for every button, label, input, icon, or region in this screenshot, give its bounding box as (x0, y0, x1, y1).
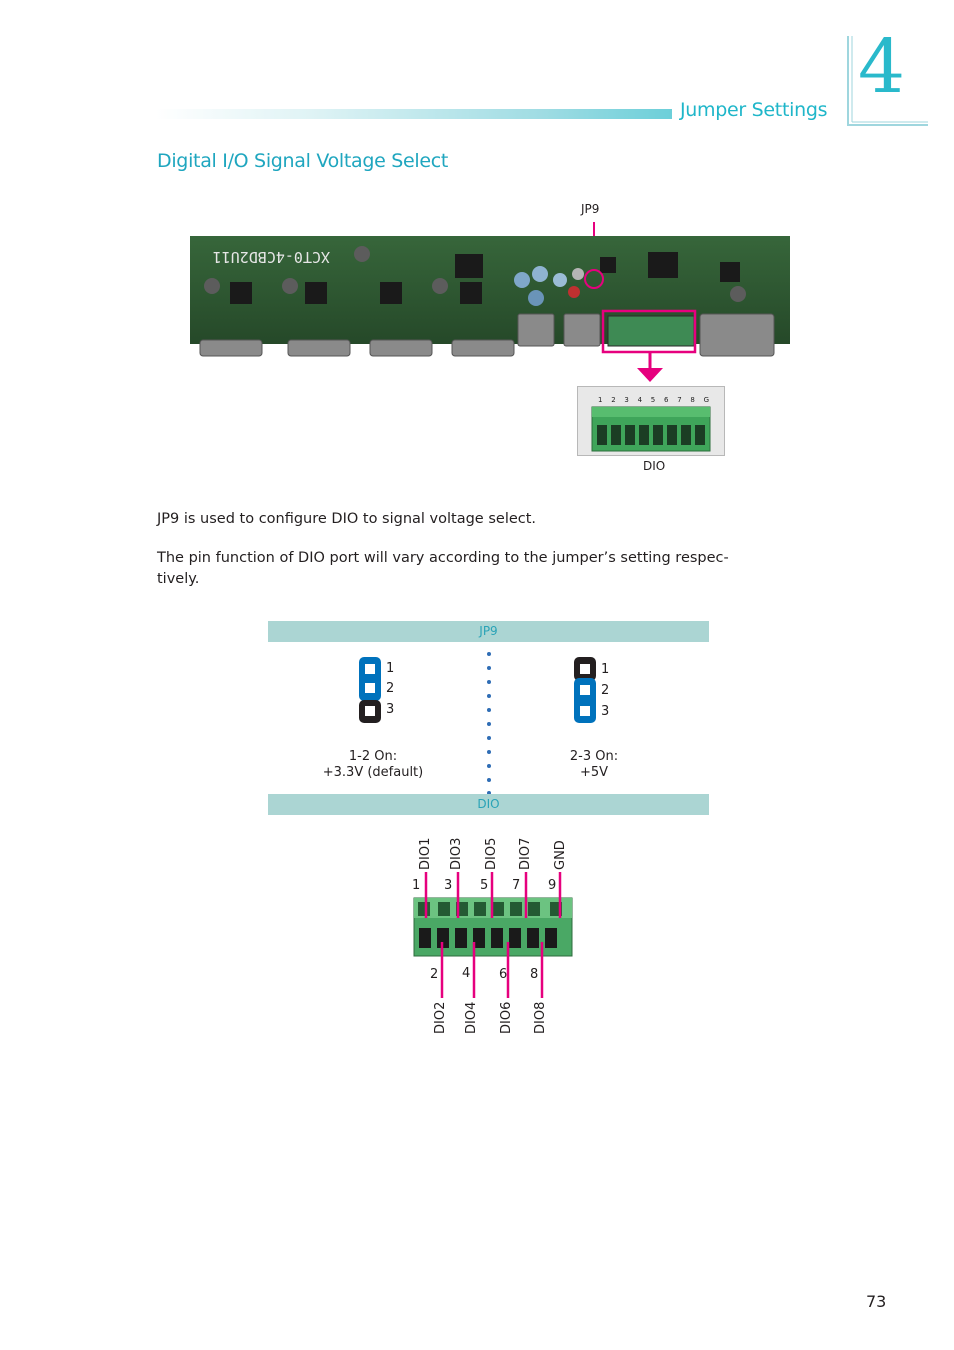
arrow-down-icon (637, 352, 663, 382)
label-dio8: DIO8 (533, 1001, 548, 1034)
right-pin-1: 1 (601, 662, 610, 677)
board-photo: XCT0-4CBD2U11 (190, 222, 790, 357)
jp9-callout-label: JP9 (581, 202, 600, 216)
paragraph-2: The pin function of DIO port will vary a… (157, 550, 729, 587)
jumper-2-3-on-diagram (574, 657, 596, 723)
jumper-table-header: JP9 (268, 621, 709, 642)
right-caption-2: +5V (579, 765, 609, 780)
chapter-number: 4 (858, 24, 906, 110)
connector-pin-label: 8 (690, 396, 694, 404)
left-pin-3: 3 (386, 702, 395, 717)
label-dio5: DIO5 (484, 837, 499, 870)
label-dio1: DIO1 (418, 837, 433, 870)
connector-pin-label: G (704, 396, 709, 404)
jumper-1-2-on-diagram (359, 657, 381, 723)
label-dio3: DIO3 (449, 837, 464, 870)
connector-pin-label: 5 (651, 396, 655, 404)
header-decoration-bar (156, 109, 672, 119)
left-pin-2: 2 (386, 681, 395, 696)
connector-pin-label: 4 (638, 396, 643, 404)
dio-terminal-block (413, 872, 573, 998)
label-dio7: DIO7 (518, 837, 533, 870)
pin-number-9: 9 (548, 878, 557, 893)
connector-pin-label: 7 (677, 396, 681, 404)
board-silkscreen: XCT0-4CBD2U11 (213, 248, 330, 266)
page-number: 73 (866, 1292, 887, 1311)
pin-number-5: 5 (480, 878, 489, 893)
label-dio6: DIO6 (499, 1001, 514, 1034)
pin-number-7: 7 (512, 878, 521, 893)
right-pin-3: 3 (601, 704, 610, 719)
connector-pin-label: 3 (624, 396, 628, 404)
paragraph-1: JP9 is used to configure DIO to signal v… (157, 511, 537, 527)
table-dotted-divider (487, 652, 491, 795)
section-title: Digital I/O Signal Voltage Select (157, 150, 449, 172)
right-caption-1: 2-3 On: (569, 749, 619, 764)
pin-number-3: 3 (444, 878, 453, 893)
dio-connector-caption: DIO (643, 459, 666, 473)
connector-pin-label: 6 (664, 396, 669, 404)
jumper-table-footer: DIO (268, 794, 709, 815)
label-gnd: GND (553, 840, 568, 870)
chapter-number-frame (847, 36, 928, 126)
connector-pin-label: 1 (598, 396, 602, 404)
pin-number-2: 2 (430, 967, 439, 982)
label-dio4: DIO4 (464, 1001, 479, 1034)
chapter-title: Jumper Settings (680, 99, 828, 121)
pin-number-6: 6 (499, 967, 508, 982)
left-caption-1: 1-2 On: (348, 749, 398, 764)
pin-number-8: 8 (530, 967, 539, 982)
pin-number-4: 4 (462, 966, 471, 981)
right-pin-2: 2 (601, 683, 610, 698)
pin-number-1: 1 (412, 878, 421, 893)
label-dio2: DIO2 (433, 1001, 448, 1034)
left-caption-2: +3.3V (default) (322, 765, 424, 780)
left-pin-1: 1 (386, 661, 395, 676)
connector-pin-label: 2 (611, 396, 615, 404)
